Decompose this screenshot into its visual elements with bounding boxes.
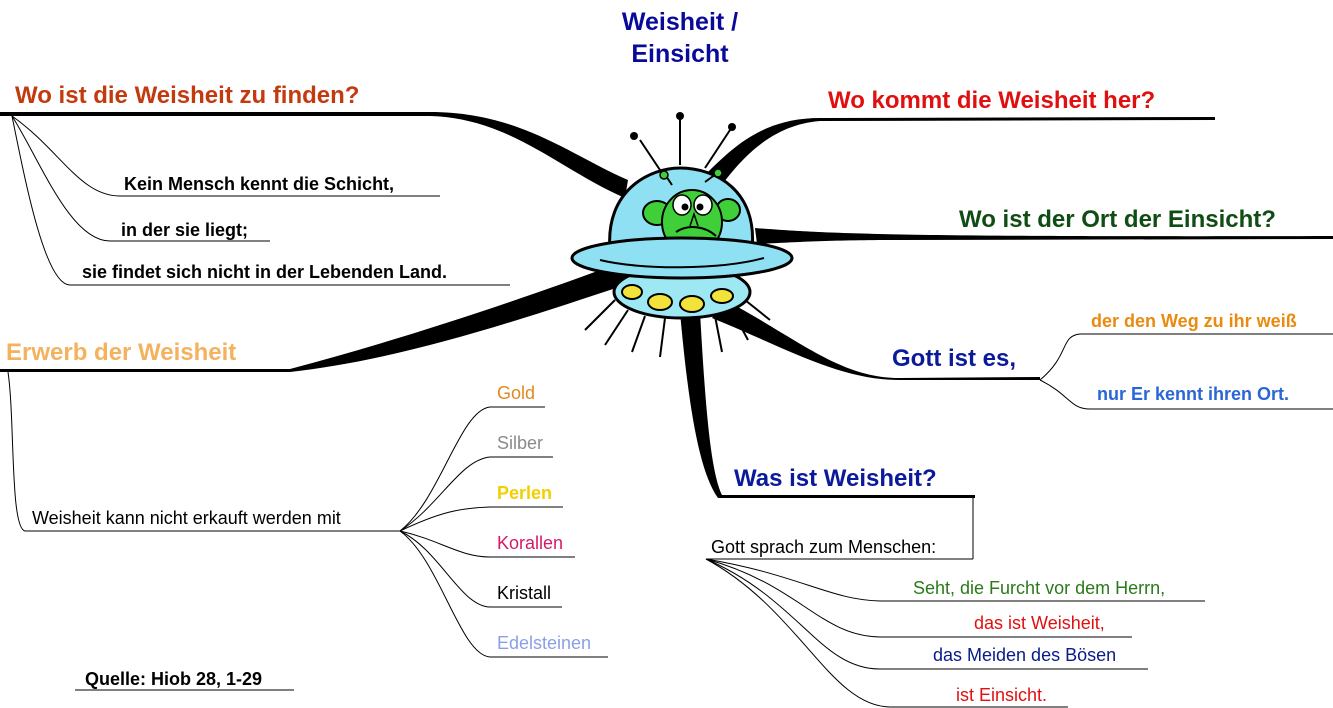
erwerb-item-kristall: Kristall [497,583,552,603]
branch-gott [712,300,1040,380]
erwerb-item-gold: Gold [497,383,536,403]
was-ist-item-4: ist Einsicht. [956,685,1048,705]
branch-wo-kommt [700,117,1215,190]
branch-label-ort: Wo ist der Ort der Einsicht? [959,206,1276,233]
center-title-line1: Weisheit / [621,8,739,36]
branch-ort [755,228,1333,244]
wo-finden-child-2: in der sie liegt; [121,220,249,240]
alien-ufo-icon [570,112,794,358]
was-ist-item-1: Seht, die Furcht vor dem Herrn, [913,578,1166,598]
branch-was-ist [680,312,975,498]
branch-label-wo-kommt: Wo kommt die Weisheit her? [828,87,1156,114]
gott-child-2: nur Er kennt ihren Ort. [1097,384,1290,404]
wo-finden-child-3: sie findet sich nicht in der Lebenden La… [82,262,448,282]
erwerb-item-perlen: Perlen [497,483,553,503]
erwerb-child: Weisheit kann nicht erkauft werden mit [32,508,341,528]
branch-label-wo-finden: Wo ist die Weisheit zu finden? [15,82,360,109]
branch-label-gott: Gott ist es, [892,345,1017,372]
branch-label-was-ist: Was ist Weisheit? [734,465,937,492]
was-ist-item-2: das ist Weisheit, [974,613,1105,633]
center-title-line2: Einsicht [631,40,729,68]
source-note: Quelle: Hiob 28, 1-29 [85,669,263,689]
center-title: Weisheit / Einsicht [560,6,800,70]
branch-label-erwerb: Erwerb der Weisheit [6,339,237,366]
was-ist-item-3: das Meiden des Bösen [933,645,1117,665]
wo-finden-child-1: Kein Mensch kennt die Schicht, [124,174,395,194]
erwerb-item-korallen: Korallen [497,533,564,553]
erwerb-item-silber: Silber [497,433,544,453]
gott-child-1: der den Weg zu ihr weiß [1091,311,1297,331]
erwerb-item-edelsteinen: Edelsteinen [497,633,592,653]
branch-erwerb [0,262,628,372]
was-ist-child: Gott sprach zum Menschen: [711,537,937,557]
